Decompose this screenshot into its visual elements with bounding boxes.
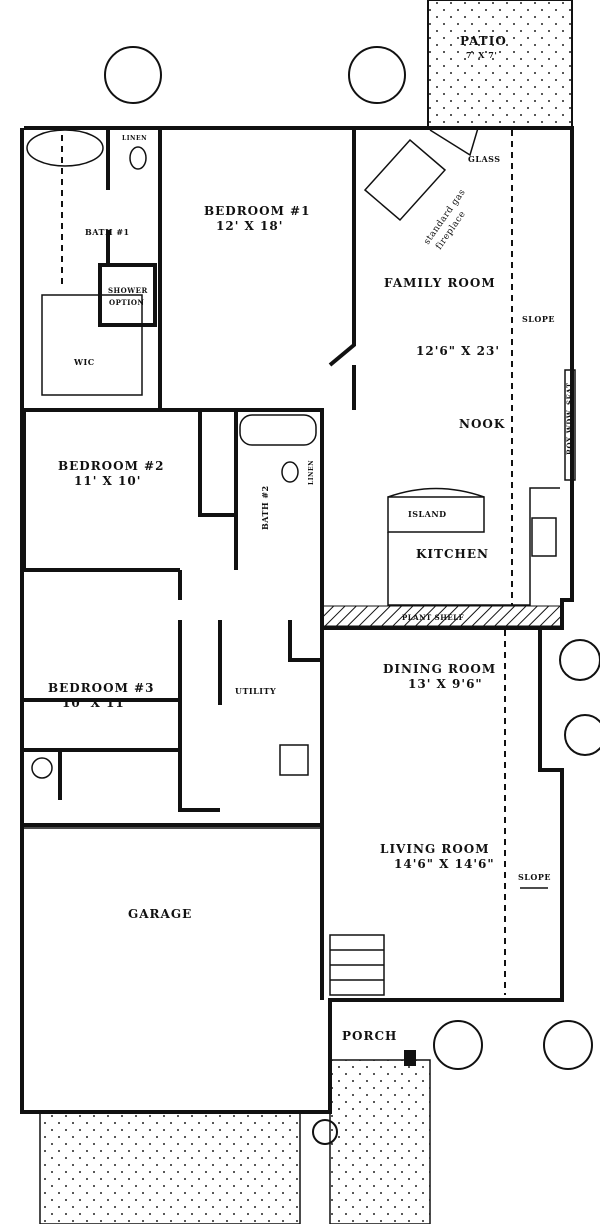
water-heater: [31, 757, 53, 779]
shrubs: [104, 46, 600, 1145]
bedroom3-size: 10' X 11': [62, 696, 129, 710]
family-room-label: FAMILY ROOM: [384, 276, 496, 290]
slope-note-lower: SLOPE: [518, 872, 551, 882]
glass-door: [429, 127, 479, 157]
linen2-label: LINEN: [308, 460, 315, 485]
interior-walls-lower: [24, 570, 540, 1000]
kitchen-island: [387, 496, 485, 533]
interior-walls-upper: [24, 128, 356, 412]
kitchen-sink: [531, 517, 557, 557]
island-label: ISLAND: [408, 509, 447, 519]
bedroom2-size: 11' X 10': [74, 474, 141, 488]
box-window-seat-note: BOX WDW. SEAT: [565, 382, 574, 455]
dining-room-size: 13' X 9'6": [408, 677, 483, 691]
bedroom1-label: BEDROOM #1: [204, 204, 310, 218]
fireplace: [363, 138, 447, 222]
exterior-wall: [20, 126, 574, 1114]
porch-steps: [329, 934, 385, 996]
living-room-size: 14'6" X 14'6": [394, 857, 495, 871]
kitchen-label: KITCHEN: [416, 547, 489, 561]
garage-wall: [24, 748, 322, 827]
porch-post: [404, 1050, 416, 1066]
utility-label: UTILITY: [235, 686, 276, 696]
bath2-label: BATH #2: [260, 485, 270, 530]
kitchen-counter: [387, 487, 560, 606]
toilet-1: [129, 146, 147, 170]
porch-label: PORCH: [342, 1029, 397, 1043]
garage-label: GARAGE: [128, 907, 192, 921]
plant-shelf-note: PLANT SHELF: [402, 613, 464, 622]
patio-size: 7' X 7': [466, 50, 497, 60]
box-window-seat: [564, 369, 576, 481]
living-room-label: LIVING ROOM: [380, 842, 490, 856]
bath1-label: BATH #1: [85, 227, 130, 237]
shower-option-2: OPTION: [109, 298, 144, 307]
walkway: [329, 1059, 431, 1224]
driveway: [39, 1111, 301, 1224]
utility-sink: [279, 744, 309, 776]
dining-room-label: DINING ROOM: [383, 662, 496, 676]
bedroom3-label: BEDROOM #3: [48, 681, 154, 695]
patio-area: [427, 0, 573, 129]
bathtub-2: [239, 414, 317, 446]
bedroom2-label: BEDROOM #2: [58, 459, 164, 473]
nook-label: NOOK: [459, 417, 505, 431]
toilet-2: [281, 461, 299, 483]
slope-note-upper: SLOPE: [522, 314, 555, 324]
bedroom1-size: 12' X 18': [216, 219, 283, 233]
glass-note: GLASS: [468, 154, 501, 164]
interior-walls-middle: [22, 408, 324, 600]
wic-label: WIC: [73, 357, 95, 367]
plant-shelf: [321, 605, 563, 627]
family-room-size: 12'6" X 23': [416, 344, 500, 358]
wic-shelving: [41, 294, 143, 396]
bathtub-oval: [26, 129, 104, 167]
linen1-label: LINEN: [122, 135, 147, 142]
patio-label: PATIO: [460, 34, 507, 48]
shower-option-1: SHOWER: [108, 286, 148, 295]
